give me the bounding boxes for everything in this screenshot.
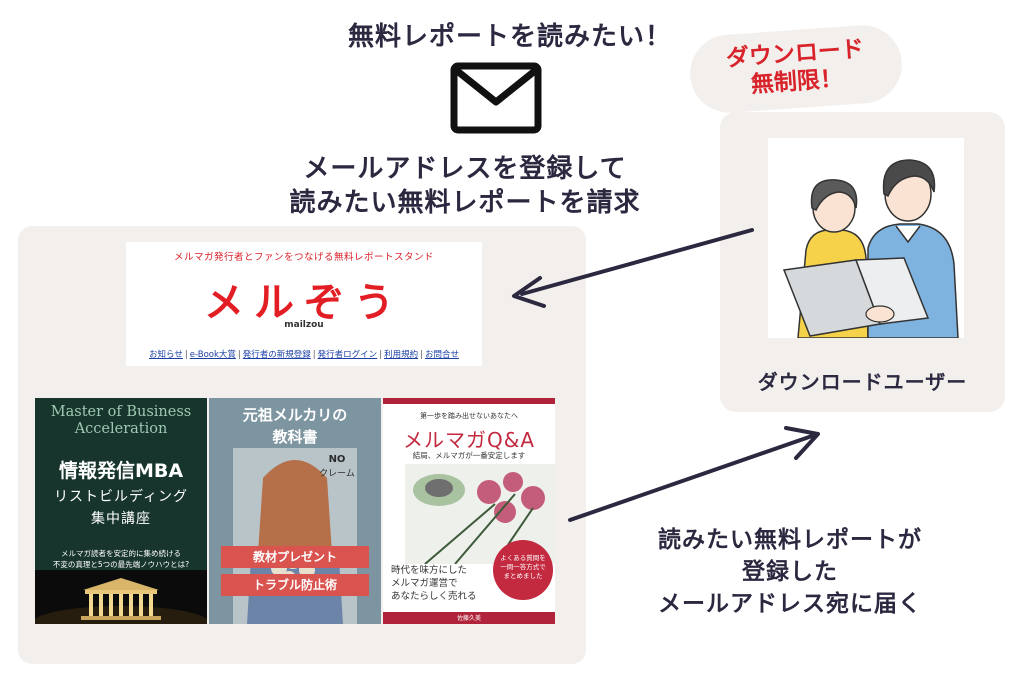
cover-body-text: 時代を味方にした メルマガ運営で あなたらしく売れる	[391, 564, 491, 603]
cover-subtitle-2: 集中講座	[91, 511, 151, 527]
cover-title-line1: Master of Business	[50, 404, 192, 420]
cover-author: 佐藤久美	[456, 615, 481, 622]
nav-separator: |	[379, 350, 383, 360]
cover-body-line1: 時代を味方にした	[391, 565, 468, 576]
nav-link-publisher-login[interactable]: 発行者ログイン	[317, 350, 378, 360]
cover-top-stripe	[383, 398, 555, 404]
cover-main-title: 情報発信MBA	[58, 460, 184, 482]
cover-title-line1: 元祖メルカリの	[242, 406, 348, 424]
flowers-photo	[405, 464, 555, 564]
nav-link-ebook-award[interactable]: e-Book大賞	[189, 350, 236, 360]
cover-subtitle: 結局、メルマガが一番安定します	[412, 451, 526, 460]
cover-title-line2: 教科書	[272, 428, 318, 446]
cover-band-1: 教材プレゼント	[221, 546, 369, 568]
no-label: NO	[328, 454, 346, 465]
cover-subtitle-1: リストビルディング	[53, 489, 189, 505]
cover-title: 元祖メルカリの 教科書	[209, 404, 381, 448]
delivery-caption: 読みたい無料レポートが 登録した メールアドレス宛に届く	[590, 524, 990, 620]
cover-title: メルマガQ&A	[402, 428, 536, 452]
nav-link-terms[interactable]: 利用規約	[384, 350, 419, 360]
cover-body-line3: あなたらしく売れる	[391, 591, 477, 602]
circle-line3: まとめました	[503, 572, 543, 580]
nav-separator: |	[420, 350, 423, 360]
top-caption: 無料レポートを読みたい！	[347, 22, 672, 52]
cover-title-line2: Acceleration	[74, 421, 168, 437]
cover-description-line2: 不変の真理と5つの最先端ノウハウとは?	[52, 560, 190, 569]
report-cover-mba[interactable]: Master of Business Acceleration 情報発信MBA …	[35, 398, 207, 624]
circle-line1: よくある質問を	[500, 554, 546, 562]
nav-link-news[interactable]: お知らせ	[149, 350, 183, 360]
site-nav: お知らせ|e-Book大賞|発行者の新規登録|発行者ログイン|利用規約|お問合せ	[126, 348, 482, 360]
no-claim-label: クレーム	[319, 469, 355, 479]
cover-title: Master of Business Acceleration	[35, 404, 207, 438]
site-header: メルマガ発行者とファンをつなげる無料レポートスタンド メルぞう mailzou …	[126, 242, 482, 366]
site-tagline: メルマガ発行者とファンをつなげる無料レポートスタンド	[173, 252, 434, 263]
circle-line2: 一問一答方式で	[500, 563, 546, 571]
cover-description: メルマガ読者を安定的に集め続ける 不変の真理と5つの最先端ノウハウとは?	[35, 548, 207, 570]
arrow-right-icon	[568, 426, 820, 522]
register-caption-line1: メールアドレスを登録して	[303, 154, 627, 184]
nav-link-publisher-register[interactable]: 発行者の新規登録	[242, 350, 311, 360]
nav-link-contact[interactable]: お問合せ	[424, 350, 459, 360]
delivery-caption-line3: メールアドレス宛に届く	[658, 591, 922, 617]
download-unlimited-badge: ダウンロード 無制限！	[687, 22, 905, 116]
site-logo: メルぞう	[204, 280, 404, 326]
users-illustration	[768, 138, 964, 338]
cover-description-line1: メルマガ読者を安定的に集め続ける	[61, 549, 181, 558]
envelope-icon	[450, 62, 542, 134]
register-caption-line2: 読みたい無料レポートを請求	[289, 188, 641, 218]
cover-circle-badge: よくある質問を 一問一答方式で まとめました	[493, 540, 553, 600]
cover-kicker: 第一歩を踏み出せないあなたへ	[420, 412, 518, 420]
cover-body-line2: メルマガ運営で	[391, 578, 458, 589]
nav-separator: |	[184, 350, 188, 360]
delivery-caption-line1: 読みたい無料レポートが	[658, 527, 922, 553]
site-logo-sub: mailzou	[284, 320, 324, 330]
nav-separator: |	[237, 350, 241, 360]
report-cover-qa[interactable]: 第一歩を踏み出せないあなたへ メルマガQ&A 結局、メルマガが一番安定します 時…	[383, 398, 555, 624]
building-illustration	[35, 570, 207, 624]
nav-separator: |	[312, 350, 316, 360]
report-cover-mercari[interactable]: 元祖メルカリの 教科書 NO クレーム 教材プレゼント トラブル防止術	[209, 398, 381, 624]
download-user-label: ダウンロードユーザー	[757, 370, 968, 394]
delivery-caption-line2: 登録した	[742, 559, 838, 585]
cover-band-2: トラブル防止術	[221, 574, 369, 596]
register-caption: メールアドレスを登録して 読みたい無料レポートを請求	[230, 152, 700, 220]
cover-bottom-stripe	[383, 612, 555, 624]
